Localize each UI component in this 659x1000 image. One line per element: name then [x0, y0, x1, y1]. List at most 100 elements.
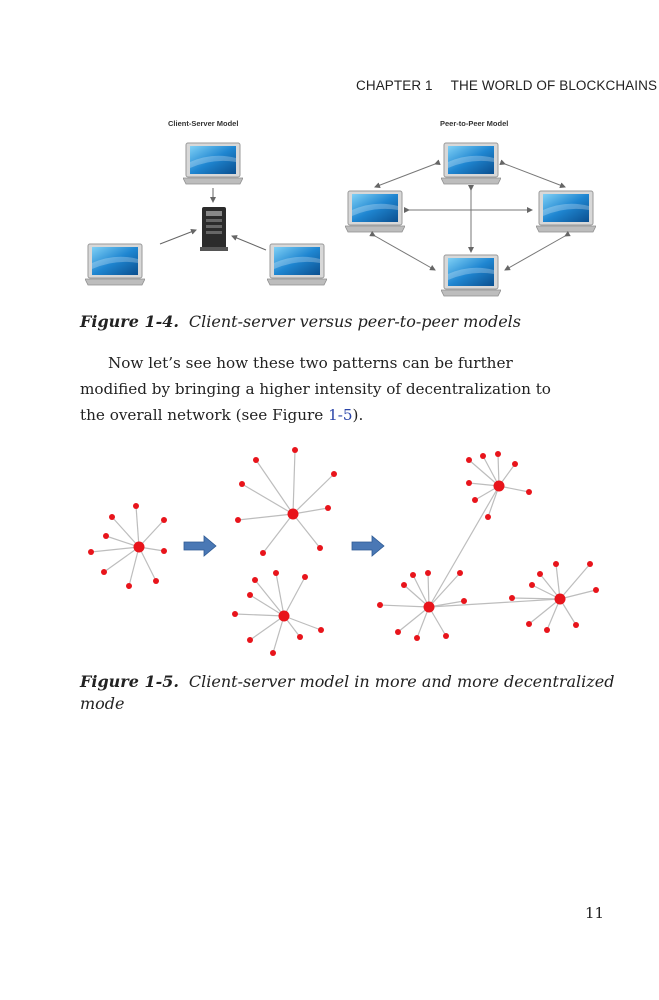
figure-1-5-caption: Figure 1-5.Client-server model in more a…: [80, 672, 615, 691]
leaf-node: [247, 637, 253, 643]
hub-node: [133, 541, 145, 553]
leaf-node: [410, 572, 416, 578]
network-edge: [255, 459, 294, 515]
network-edge: [249, 594, 285, 617]
leaf-node: [414, 635, 420, 641]
network-edge: [468, 459, 500, 487]
arrow-right-icon: [183, 535, 217, 557]
leaf-node: [466, 457, 472, 463]
leaf-node: [318, 627, 324, 633]
network-edge: [379, 604, 430, 608]
network-edge: [283, 615, 322, 631]
network-edge: [428, 600, 465, 608]
leaf-node: [485, 514, 491, 520]
network-edge: [397, 606, 430, 633]
network-edge: [272, 615, 285, 654]
leaf-node: [252, 577, 258, 583]
figure-reference-link[interactable]: 1-5: [328, 406, 353, 424]
figure-decentralization-networks: [88, 447, 599, 656]
network-edge: [292, 449, 296, 515]
leaf-node: [101, 569, 107, 575]
network-edge: [559, 563, 591, 600]
leaf-node: [526, 621, 532, 627]
leaf-node: [260, 550, 266, 556]
network-edge: [90, 546, 140, 553]
leaf-node: [587, 561, 593, 567]
network-edge: [111, 516, 140, 548]
leaf-node: [457, 570, 463, 576]
figure-1-5-caption-line2: mode: [80, 694, 125, 713]
leaf-node: [466, 480, 472, 486]
arrow-right-icon: [351, 535, 385, 557]
hub-node: [554, 593, 566, 605]
network-edge: [241, 483, 294, 515]
leaf-node: [126, 583, 132, 589]
body-paragraph: Now let’s see how these two patterns can…: [80, 354, 551, 424]
leaf-node: [472, 497, 478, 503]
hub-node: [493, 480, 505, 492]
client-laptop-icon: [183, 142, 243, 185]
leaf-node: [495, 451, 501, 457]
network-edge: [283, 576, 306, 617]
client-server-label: Client-Server Model: [168, 119, 238, 128]
leaf-node: [509, 595, 515, 601]
network-edge: [135, 505, 140, 548]
figure-client-server-vs-p2p: Client-Server Model Peer-to-Peer Model: [85, 119, 596, 297]
chapter-label: CHAPTER 1: [356, 78, 433, 93]
network-edge: [416, 606, 430, 639]
peer-laptop-icon: [345, 190, 405, 233]
leaf-node: [461, 598, 467, 604]
leaf-node: [161, 517, 167, 523]
p2p-label: Peer-to-Peer Model: [440, 119, 508, 128]
network-edge: [559, 589, 597, 600]
network-edge: [428, 485, 500, 608]
hub-node: [423, 601, 435, 613]
network-edge: [403, 584, 430, 608]
leaf-node: [401, 582, 407, 588]
leaf-node: [443, 633, 449, 639]
hub-node: [287, 508, 299, 520]
leaf-node: [529, 582, 535, 588]
leaf-node: [512, 461, 518, 467]
leaf-node: [331, 471, 337, 477]
network-edge: [103, 546, 140, 573]
leaf-node: [232, 611, 238, 617]
leaf-node: [302, 574, 308, 580]
leaf-node: [292, 447, 298, 453]
leaf-node: [377, 602, 383, 608]
network-edge: [249, 615, 285, 641]
peer-laptop-icon: [441, 142, 501, 185]
network-edge: [237, 513, 294, 521]
leaf-node: [480, 453, 486, 459]
network-edge: [234, 613, 285, 617]
leaf-node: [537, 571, 543, 577]
peer-laptop-icon: [441, 254, 501, 297]
leaf-node: [573, 622, 579, 628]
peer-laptop-icon: [536, 190, 596, 233]
network-edge: [292, 473, 335, 515]
network-edge: [428, 598, 561, 608]
leaf-node: [544, 627, 550, 633]
leaf-node: [103, 533, 109, 539]
network-edge: [128, 546, 140, 587]
network-edge: [105, 535, 140, 548]
leaf-node: [317, 545, 323, 551]
leaf-node: [593, 587, 599, 593]
network-edge: [254, 579, 285, 617]
leaf-node: [153, 578, 159, 584]
leaf-node: [270, 650, 276, 656]
leaf-node: [235, 517, 241, 523]
leaf-node: [239, 481, 245, 487]
network-edge: [292, 513, 321, 549]
network-edge: [428, 606, 447, 637]
leaf-node: [553, 561, 559, 567]
hub-node: [278, 610, 290, 622]
leaf-node: [526, 489, 532, 495]
network-edge: [511, 597, 561, 600]
network-edge: [138, 546, 157, 582]
leaf-node: [133, 503, 139, 509]
leaf-node: [273, 570, 279, 576]
client-laptop-icon: [267, 243, 327, 286]
network-edge: [546, 598, 561, 631]
